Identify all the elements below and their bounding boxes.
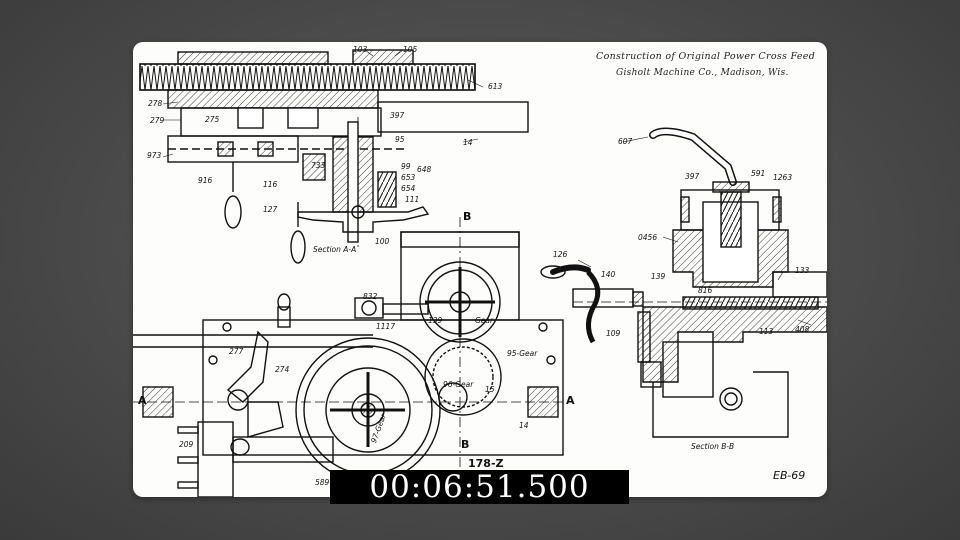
label-14-b: 14 <box>519 421 529 430</box>
drawing-title: Construction of Original Power Cross Fee… <box>596 51 816 62</box>
label-209: 209 <box>179 440 194 449</box>
label-733: 733 <box>311 161 326 170</box>
label-99: 99 <box>401 162 411 171</box>
label-973: 973 <box>147 151 162 160</box>
label-1263: 1263 <box>773 173 792 182</box>
drawing-subtitle: Gisholt Machine Co., Madison, Wis. <box>616 68 789 78</box>
label-607: 607 <box>618 137 633 146</box>
timecode-overlay: 00:06:51.500 <box>330 470 629 504</box>
drawing-number: EB-69 <box>773 469 805 482</box>
label-613: 613 <box>488 82 503 91</box>
section-letter-a-right: A <box>566 394 575 407</box>
label-97-gear: 97-Gear <box>369 412 388 444</box>
label-133: 133 <box>795 266 810 275</box>
label-139-a: 139 <box>651 272 666 281</box>
section-a-a-view <box>139 49 529 264</box>
label-105: 105 <box>403 45 418 54</box>
label-1117: 1117 <box>376 322 395 331</box>
rack-gear-teeth <box>139 63 476 91</box>
label-0456: 0456 <box>638 233 657 242</box>
label-274: 274 <box>275 365 290 374</box>
label-109: 109 <box>606 329 621 338</box>
label-916: 916 <box>198 176 213 185</box>
label-408: 408 <box>795 325 810 334</box>
label-95-gear: 95-Gear <box>507 349 538 358</box>
figure-number: 178-Z <box>468 457 504 470</box>
label-96-gear: 96-Gear <box>443 380 474 389</box>
section-letter-b-top: B <box>463 210 471 223</box>
blueprint-sheet: 103 105 613 278 279 275 397 14 95 973 99… <box>133 42 827 497</box>
label-397-b: 397 <box>685 172 700 181</box>
leader-lines <box>162 49 812 326</box>
label-278: 278 <box>148 99 163 108</box>
label-275: 275 <box>205 115 220 124</box>
label-648: 648 <box>417 165 432 174</box>
label-14-a: 14 <box>463 138 473 147</box>
label-15: 15 <box>485 385 495 394</box>
section-b-b-view <box>540 127 827 438</box>
label-139-b: 139 <box>428 316 443 325</box>
front-elevation-view <box>133 217 573 497</box>
label-127: 127 <box>263 205 278 214</box>
label-103: 103 <box>353 45 368 54</box>
label-100: 100 <box>375 237 390 246</box>
label-113: 113 <box>759 327 774 336</box>
section-b-b-label: Section B-B <box>691 442 734 451</box>
label-126: 126 <box>553 250 568 259</box>
label-589: 589 <box>315 478 330 487</box>
label-95: 95 <box>395 135 405 144</box>
label-116: 116 <box>263 180 278 189</box>
label-397-a: 397 <box>390 111 405 120</box>
section-letter-b-bottom: B <box>461 438 469 451</box>
label-277: 277 <box>229 347 244 356</box>
technical-drawing: 103 105 613 278 279 275 397 14 95 973 99… <box>133 45 827 497</box>
section-a-a-label: Section A-A <box>313 245 356 254</box>
label-591: 591 <box>751 169 765 178</box>
section-letter-a-left: A <box>138 394 147 407</box>
label-279: 279 <box>150 116 165 125</box>
label-654: 654 <box>401 184 416 193</box>
label-gear: Gear <box>475 316 494 325</box>
label-816: 816 <box>698 286 713 295</box>
label-832: 832 <box>363 292 378 301</box>
label-111: 111 <box>405 195 419 204</box>
label-140: 140 <box>601 270 616 279</box>
label-653: 653 <box>401 173 416 182</box>
